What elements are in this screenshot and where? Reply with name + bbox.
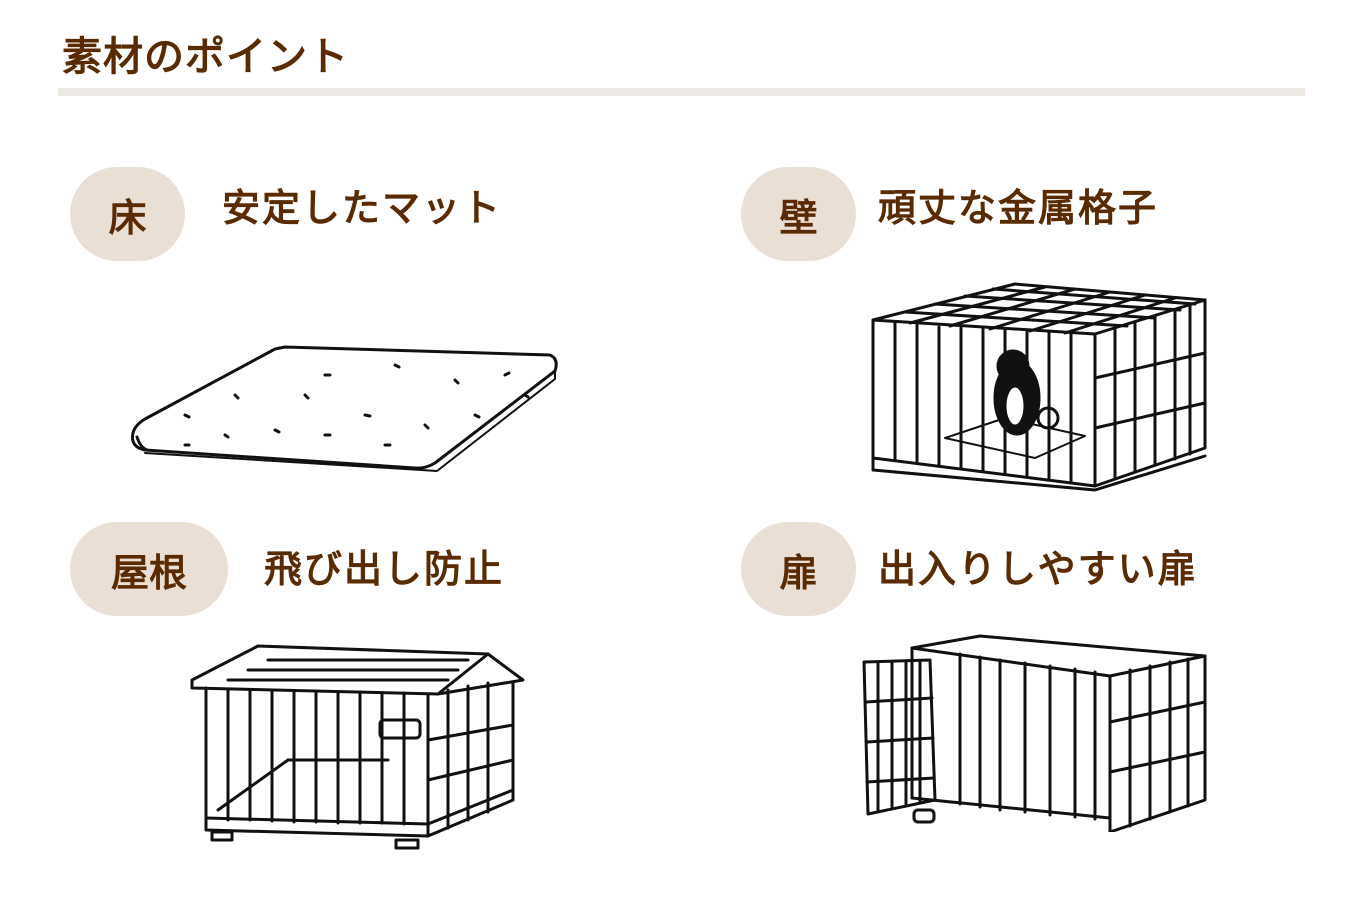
tag-floor: 床 bbox=[70, 167, 185, 261]
point-label-floor: 安定したマット bbox=[222, 186, 503, 230]
tag-wall: 壁 bbox=[741, 167, 856, 261]
tag-roof: 屋根 bbox=[70, 522, 228, 616]
section-title: 素材のポイント bbox=[62, 34, 349, 80]
mat-illustration bbox=[131, 345, 558, 472]
point-label-roof: 飛び出し防止 bbox=[264, 547, 505, 591]
title-divider bbox=[58, 88, 1305, 96]
roofed-cage-illustration bbox=[190, 644, 525, 850]
point-label-door: 出入りしやすい扉 bbox=[878, 547, 1198, 591]
tag-door: 扉 bbox=[741, 522, 856, 616]
cage-with-dog-illustration bbox=[871, 282, 1207, 492]
open-door-cage-illustration bbox=[862, 634, 1207, 832]
point-label-wall: 頑丈な金属格子 bbox=[878, 186, 1159, 230]
